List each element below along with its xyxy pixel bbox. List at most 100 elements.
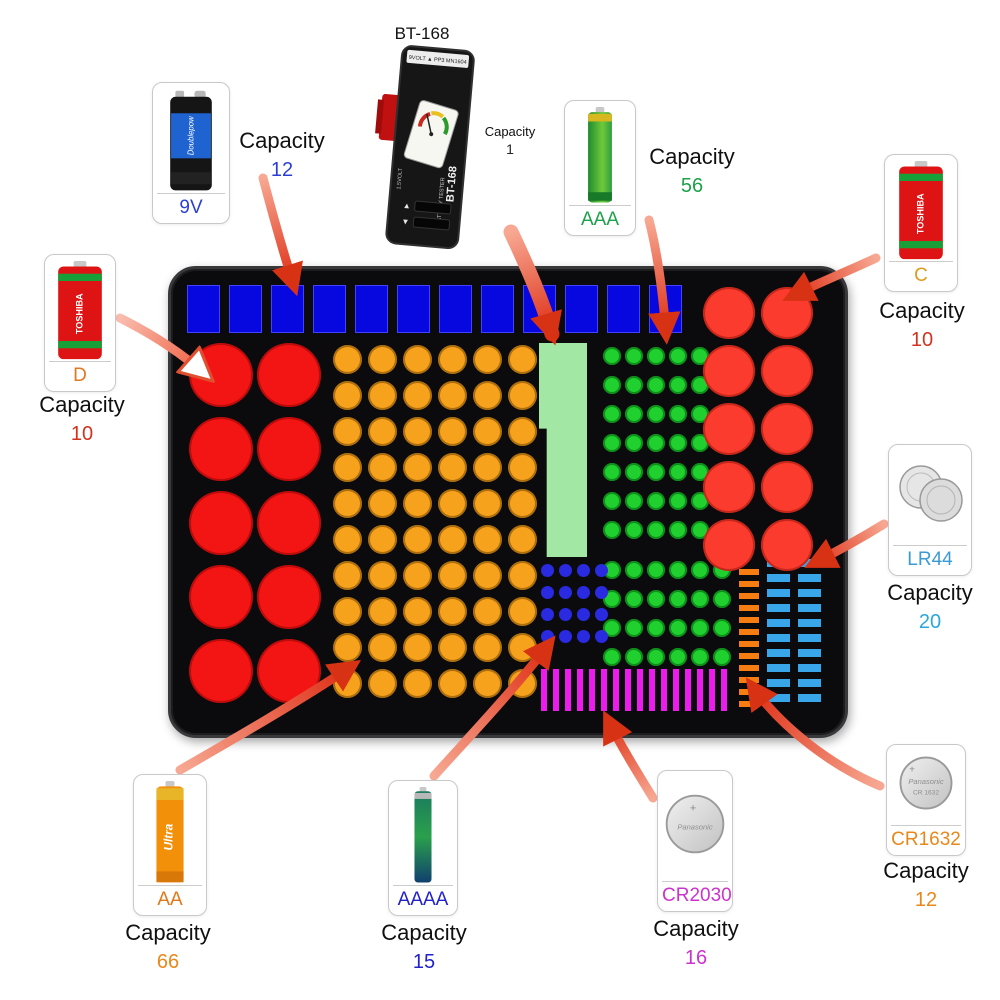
battery-slot xyxy=(625,347,643,365)
battery-slot xyxy=(767,694,790,702)
battery-slot xyxy=(709,669,715,711)
battery-slot xyxy=(647,434,665,452)
battery-slot xyxy=(333,597,362,626)
battery-slot xyxy=(559,586,572,599)
battery-slot xyxy=(257,343,321,407)
battery-label-cr2030: CR2030 xyxy=(662,881,732,909)
battery-slot xyxy=(691,561,709,579)
battery-slot xyxy=(368,453,397,482)
battery-slot xyxy=(595,630,608,643)
battery-card-9v: Doublepow 9V xyxy=(152,82,230,224)
battery-slot xyxy=(603,619,621,637)
battery-slot xyxy=(767,664,790,672)
cr1632-coin-cell-icon: + Panasonic CR 1632 xyxy=(899,756,953,810)
battery-card-d: TOSHIBA D xyxy=(44,254,116,392)
lr44-button-cells-icon xyxy=(899,465,963,522)
battery-slot xyxy=(661,669,667,711)
battery-slot xyxy=(798,679,821,687)
battery-slot xyxy=(647,561,665,579)
battery-slot xyxy=(473,417,502,446)
battery-card-cr1632: + Panasonic CR 1632 CR1632 xyxy=(886,744,966,856)
battery-slot xyxy=(473,489,502,518)
capacity-value: 10 xyxy=(910,329,934,351)
battery-label-d: D xyxy=(49,361,111,389)
battery-slot xyxy=(355,285,388,333)
battery-slot xyxy=(403,345,432,374)
9v-battery-icon: Doublepow xyxy=(170,90,212,191)
battery-slot xyxy=(368,489,397,518)
battery-slot xyxy=(595,564,608,577)
battery-slot xyxy=(697,669,703,711)
battery-slot xyxy=(313,285,346,333)
battery-slot xyxy=(647,405,665,423)
d-brand-label: TOSHIBA xyxy=(75,293,85,334)
battery-card-lr44: LR44 xyxy=(888,444,972,576)
battery-slot xyxy=(669,521,687,539)
tester-top-label: 9VOLT ▲ PP3 MN1604 xyxy=(408,55,466,66)
battery-slot xyxy=(669,376,687,394)
battery-slot xyxy=(189,565,253,629)
capacity-cr2030: Capacity 16 xyxy=(643,916,749,970)
battery-slot xyxy=(613,669,619,711)
battery-label-aaa: AAA xyxy=(569,205,631,233)
battery-slot xyxy=(767,619,790,627)
battery-slot xyxy=(595,586,608,599)
battery-slot xyxy=(508,489,537,518)
battery-slot xyxy=(403,633,432,662)
battery-slot xyxy=(625,669,631,711)
battery-slot xyxy=(669,405,687,423)
slot-group-aaa-upper xyxy=(603,347,709,539)
battery-slot xyxy=(577,586,590,599)
capacity-aaa: Capacity 56 xyxy=(640,144,744,198)
battery-slot xyxy=(603,376,621,394)
aa-brand-label: Ultra xyxy=(163,823,176,850)
slot-group-cr2030-bars xyxy=(541,669,727,711)
battery-slot xyxy=(368,561,397,590)
battery-slot xyxy=(685,669,691,711)
battery-slot xyxy=(559,564,572,577)
capacity-word: Capacity xyxy=(381,920,467,945)
cr2030-coin-cell-icon: + Panasonic xyxy=(665,794,725,854)
battery-slot xyxy=(438,453,467,482)
battery-card-aa: Ultra AA xyxy=(133,774,207,916)
tester-volt-label: 1.5VOLT xyxy=(396,167,404,190)
slot-group-cr1632-bars xyxy=(739,569,759,707)
battery-slot xyxy=(559,608,572,621)
battery-slot xyxy=(649,285,682,333)
capacity-value: 56 xyxy=(680,175,704,197)
capacity-word: Capacity xyxy=(484,124,536,139)
battery-slot xyxy=(739,677,759,683)
battery-slot xyxy=(189,491,253,555)
battery-slot xyxy=(713,619,731,637)
battery-slot xyxy=(189,417,253,481)
battery-organizer-case xyxy=(168,266,848,738)
battery-slot xyxy=(625,463,643,481)
battery-slot xyxy=(333,417,362,446)
battery-tester-icon: 9VOLT ▲ PP3 MN1604 BT-168 BATTERY TESTER… xyxy=(375,45,475,250)
battery-slot xyxy=(761,403,813,455)
battery-slot xyxy=(739,689,759,695)
capacity-value: 12 xyxy=(914,889,938,911)
capacity-value: 66 xyxy=(156,951,180,973)
battery-slot xyxy=(669,434,687,452)
battery-label-cr1632: CR1632 xyxy=(891,825,961,853)
d-battery-icon: TOSHIBA xyxy=(58,261,102,360)
tester-up-arrow-glyph: ▲ xyxy=(403,201,412,211)
tester-device-label: BATTERY TESTER xyxy=(436,177,446,225)
battery-slot xyxy=(473,345,502,374)
battery-slot xyxy=(637,669,643,711)
battery-slot xyxy=(508,417,537,446)
battery-slot xyxy=(565,285,598,333)
battery-slot xyxy=(625,376,643,394)
battery-slot xyxy=(739,701,759,707)
capacity-value: 20 xyxy=(918,611,942,633)
aa-battery-icon: Ultra xyxy=(156,781,184,883)
plus-terminal-mark: + xyxy=(909,765,915,776)
capacity-word: Capacity xyxy=(887,580,973,605)
capacity-value: 10 xyxy=(70,423,94,445)
battery-card-aaa: AAA xyxy=(564,100,636,236)
battery-slot xyxy=(333,489,362,518)
tester-model-label: BT-168 xyxy=(444,166,459,203)
battery-slot xyxy=(767,679,790,687)
battery-slot xyxy=(403,597,432,626)
